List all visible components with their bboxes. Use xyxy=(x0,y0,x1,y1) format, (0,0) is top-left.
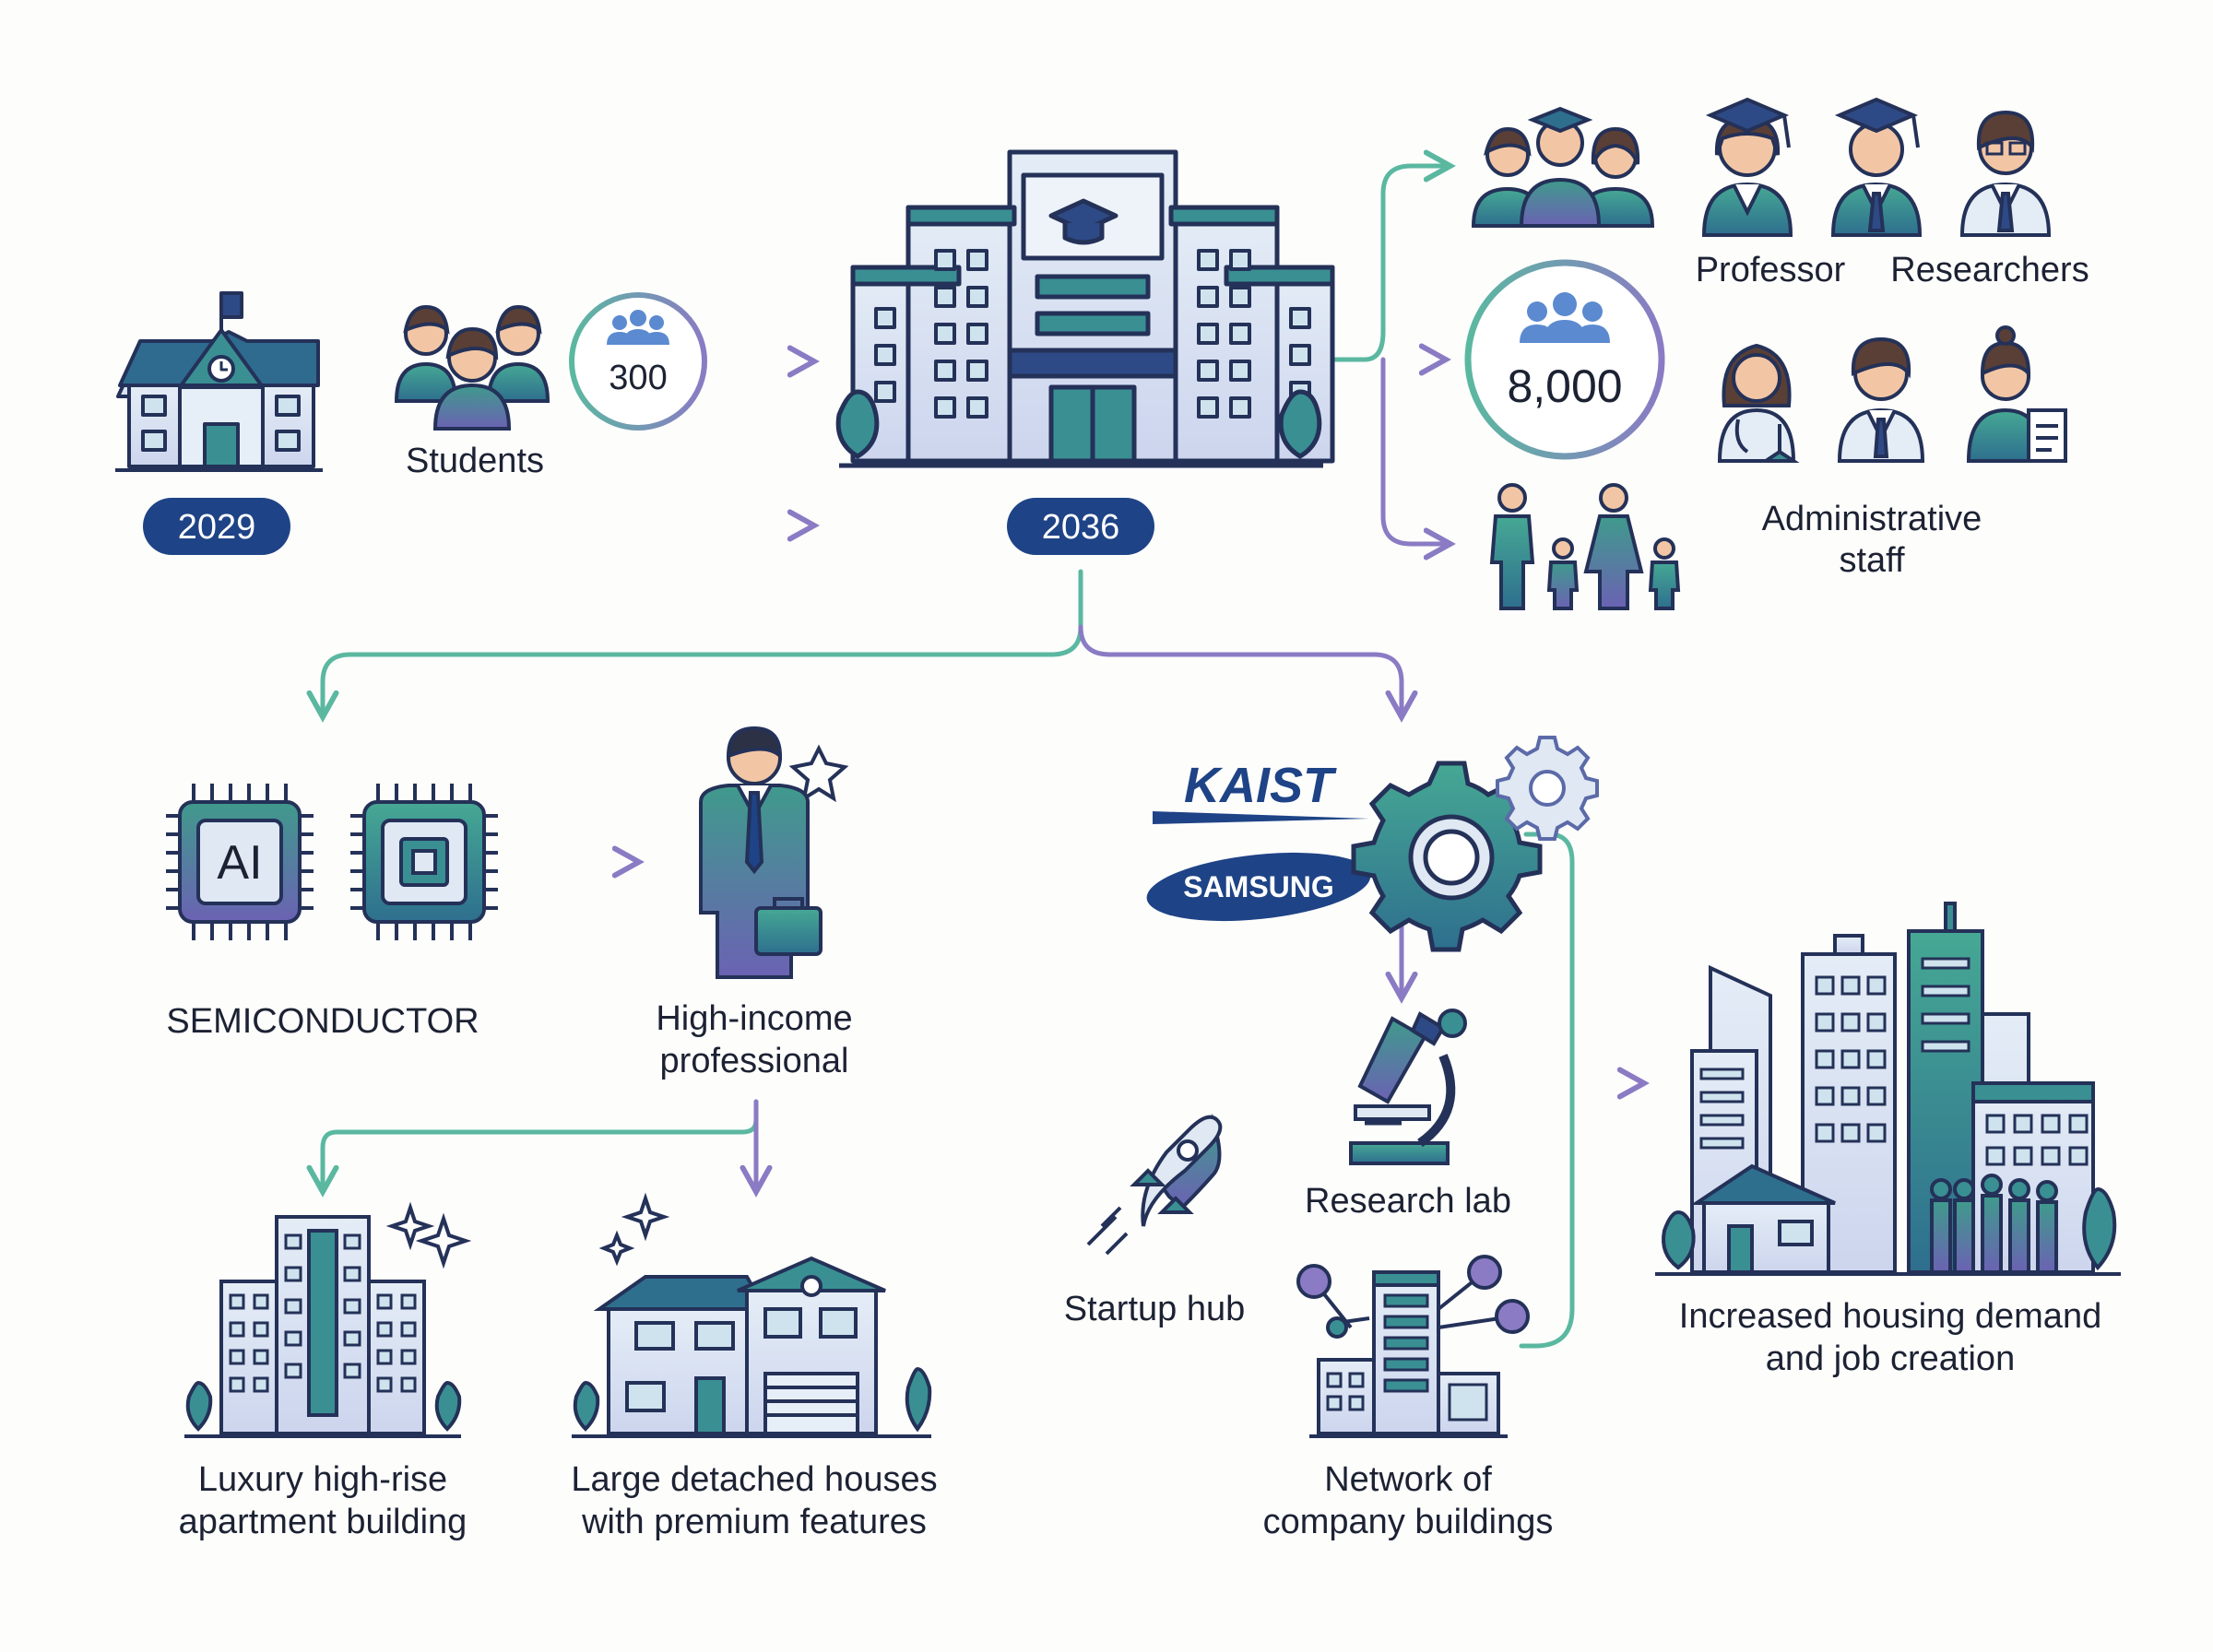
school-building-icon xyxy=(115,291,323,472)
researcher-doctor-icon xyxy=(1959,110,2052,237)
semiconductor-label: SEMICONDUCTOR xyxy=(166,1002,479,1041)
arrow-2036-split xyxy=(323,569,1083,714)
kaist-logo-swoosh xyxy=(1153,811,1369,824)
arrow-gear-to-city xyxy=(1519,832,1575,1349)
network-label-line1: Network of xyxy=(1324,1460,1492,1499)
people-icon xyxy=(607,310,669,345)
network-label-line2: company buildings xyxy=(1263,1503,1554,1541)
population-count: 8,000 xyxy=(1507,360,1622,412)
processor-chip-icon xyxy=(350,784,498,940)
family-icon xyxy=(1489,483,1681,610)
company-network-icon xyxy=(1296,1255,1530,1438)
arrow-2036-to-kaist xyxy=(1078,624,1402,714)
clipboard-woman-icon xyxy=(1966,325,2067,463)
doctor-man-icon xyxy=(1837,336,1925,463)
professional-label-line2: professional xyxy=(660,1042,849,1080)
rocket-icon xyxy=(1086,1113,1223,1256)
detached-houses-icon xyxy=(572,1192,932,1438)
admin-label-line1: Administrative xyxy=(1762,500,1982,538)
city-skyline-icon xyxy=(1655,902,2121,1276)
highrise-label-line2: apartment building xyxy=(179,1503,467,1541)
samsung-logo-text: SAMSUNG xyxy=(1183,870,1334,903)
outcome-label-line1: Increased housing demand xyxy=(1679,1297,2101,1336)
samsung-logo: SAMSUNG xyxy=(1146,852,1371,922)
professional-person-icon xyxy=(699,726,849,979)
university-campus-icon xyxy=(835,149,1335,468)
admin-label-line2: staff xyxy=(1839,541,1905,580)
students-count: 300 xyxy=(609,359,667,397)
year-2036-label: 2036 xyxy=(1042,508,1120,547)
startup-hub-label: Startup hub xyxy=(1064,1290,1245,1328)
houses-label-line1: Large detached houses xyxy=(571,1460,937,1499)
people-icon xyxy=(1520,292,1610,343)
arrow-professional-to-highrise xyxy=(323,1099,759,1189)
small-gear-icon xyxy=(1496,736,1599,841)
research-lab-label: Research lab xyxy=(1305,1182,1511,1221)
gear-icon xyxy=(1351,761,1543,952)
highrise-label-line1: Luxury high-rise xyxy=(198,1460,447,1499)
researcher-grad-icon xyxy=(1830,97,1923,237)
connector-arrows xyxy=(323,166,1641,1349)
students-group-icon xyxy=(394,304,550,431)
year-2029-pill xyxy=(143,498,290,555)
luxury-highrise-icon xyxy=(184,1201,472,1438)
professor-icon xyxy=(1701,97,1793,237)
year-2036-pill xyxy=(1007,498,1154,555)
year-2029-label: 2029 xyxy=(178,508,256,547)
microscope-icon xyxy=(1349,1009,1467,1165)
students-label: Students xyxy=(406,442,544,480)
graduates-group-icon xyxy=(1471,106,1655,228)
professor-label: Professor xyxy=(1696,251,1846,289)
researchers-label: Researchers xyxy=(1890,251,2089,289)
arrow-campus-to-family xyxy=(1380,357,1448,544)
arrow-campus-to-families-top xyxy=(1330,166,1448,362)
professional-label-line1: High-income xyxy=(656,999,852,1038)
students-count-badge: 300 xyxy=(569,292,707,431)
outcome-label-line2: and job creation xyxy=(1766,1339,2015,1378)
chip-ai-text: AI xyxy=(217,836,262,890)
ai-chip-icon: AI xyxy=(166,784,314,940)
kaist-logo: KAIST xyxy=(1184,758,1337,813)
doctor-woman-icon xyxy=(1717,343,1800,463)
houses-label-line2: with premium features xyxy=(581,1503,927,1541)
population-count-badge: 8,000 xyxy=(1464,259,1665,460)
